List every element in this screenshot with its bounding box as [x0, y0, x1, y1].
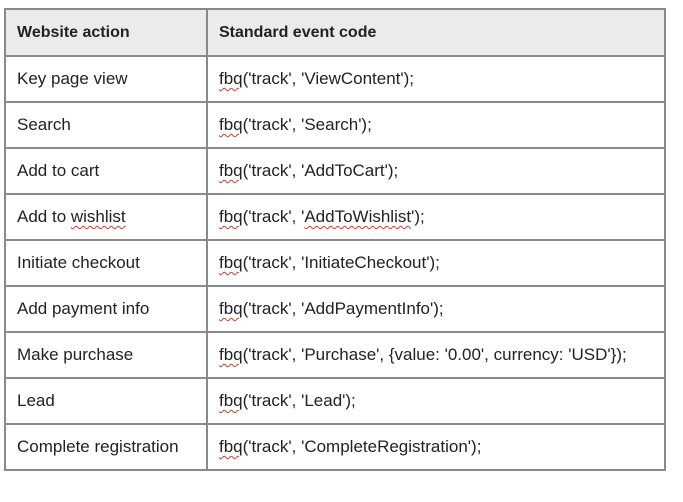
table-row: Complete registration fbq('track', 'Comp…: [4, 423, 666, 471]
website-action-cell: Search: [4, 101, 208, 149]
website-action-cell: Add payment info: [4, 285, 208, 333]
website-action-cell: Initiate checkout: [4, 239, 208, 287]
event-code-cell: fbq('track', 'InitiateCheckout');: [206, 239, 666, 287]
event-code-text: ('track', 'AddToCart');: [242, 161, 399, 180]
event-code-table: Website action Standard event code Key p…: [4, 8, 666, 471]
table-row: Initiate checkout fbq('track', 'Initiate…: [4, 239, 666, 287]
misspelled-word: fbq: [219, 253, 243, 272]
misspelled-word: fbq: [219, 207, 243, 226]
misspelled-word: fbq: [219, 299, 243, 318]
table-row: Make purchase fbq('track', 'Purchase', {…: [4, 331, 666, 379]
table-header-row: Website action Standard event code: [4, 8, 666, 57]
website-action-cell: Key page view: [4, 55, 208, 103]
event-code-cell: fbq('track', 'Lead');: [206, 377, 666, 425]
misspelled-word: fbq: [219, 115, 243, 134]
website-action-cell: Lead: [4, 377, 208, 425]
misspelled-word: fbq: [219, 161, 243, 180]
event-code-text: ('track', 'CompleteRegistration');: [242, 437, 482, 456]
table-row: Key page view fbq('track', 'ViewContent'…: [4, 55, 666, 103]
event-code-cell: fbq('track', 'Purchase', {value: '0.00',…: [206, 331, 666, 379]
header-website-action: Website action: [4, 8, 208, 57]
misspelled-word: fbq: [219, 437, 243, 456]
misspelled-word: fbq: [219, 391, 243, 410]
table-row: Add to cart fbq('track', 'AddToCart');: [4, 147, 666, 195]
table-row: Add to wishlist fbq('track', 'AddToWishl…: [4, 193, 666, 241]
misspelled-word: AddToWishlist: [304, 207, 412, 226]
event-code-text: ');: [411, 207, 425, 226]
event-code-text: ('track', 'ViewContent');: [242, 69, 415, 88]
misspelled-word: wishlist: [70, 207, 126, 226]
website-action-cell: Complete registration: [4, 423, 208, 471]
misspelled-word: fbq: [219, 69, 243, 88]
event-code-text: ('track', 'Search');: [242, 115, 372, 134]
header-standard-event-code: Standard event code: [206, 8, 666, 57]
event-code-cell: fbq('track', 'CompleteRegistration');: [206, 423, 666, 471]
website-action-cell: Make purchase: [4, 331, 208, 379]
event-code-cell: fbq('track', 'Search');: [206, 101, 666, 149]
table-row: Lead fbq('track', 'Lead');: [4, 377, 666, 425]
misspelled-word: fbq: [219, 345, 243, 364]
table-row: Search fbq('track', 'Search');: [4, 101, 666, 149]
website-action-cell: Add to wishlist: [4, 193, 208, 241]
event-code-text: ('track', 'AddPaymentInfo');: [242, 299, 444, 318]
website-action-cell: Add to cart: [4, 147, 208, 195]
event-code-cell: fbq('track', 'ViewContent');: [206, 55, 666, 103]
event-code-text: ('track', ': [242, 207, 305, 226]
event-code-cell: fbq('track', 'AddToWishlist');: [206, 193, 666, 241]
table-row: Add payment info fbq('track', 'AddPaymen…: [4, 285, 666, 333]
event-code-cell: fbq('track', 'AddToCart');: [206, 147, 666, 195]
event-code-text: ('track', 'InitiateCheckout');: [242, 253, 440, 272]
event-code-table-container: Website action Standard event code Key p…: [4, 8, 666, 471]
event-code-text: ('track', 'Purchase', {value: '0.00', cu…: [242, 345, 627, 364]
website-action-text: Add to: [17, 207, 71, 226]
event-code-text: ('track', 'Lead');: [242, 391, 356, 410]
event-code-cell: fbq('track', 'AddPaymentInfo');: [206, 285, 666, 333]
